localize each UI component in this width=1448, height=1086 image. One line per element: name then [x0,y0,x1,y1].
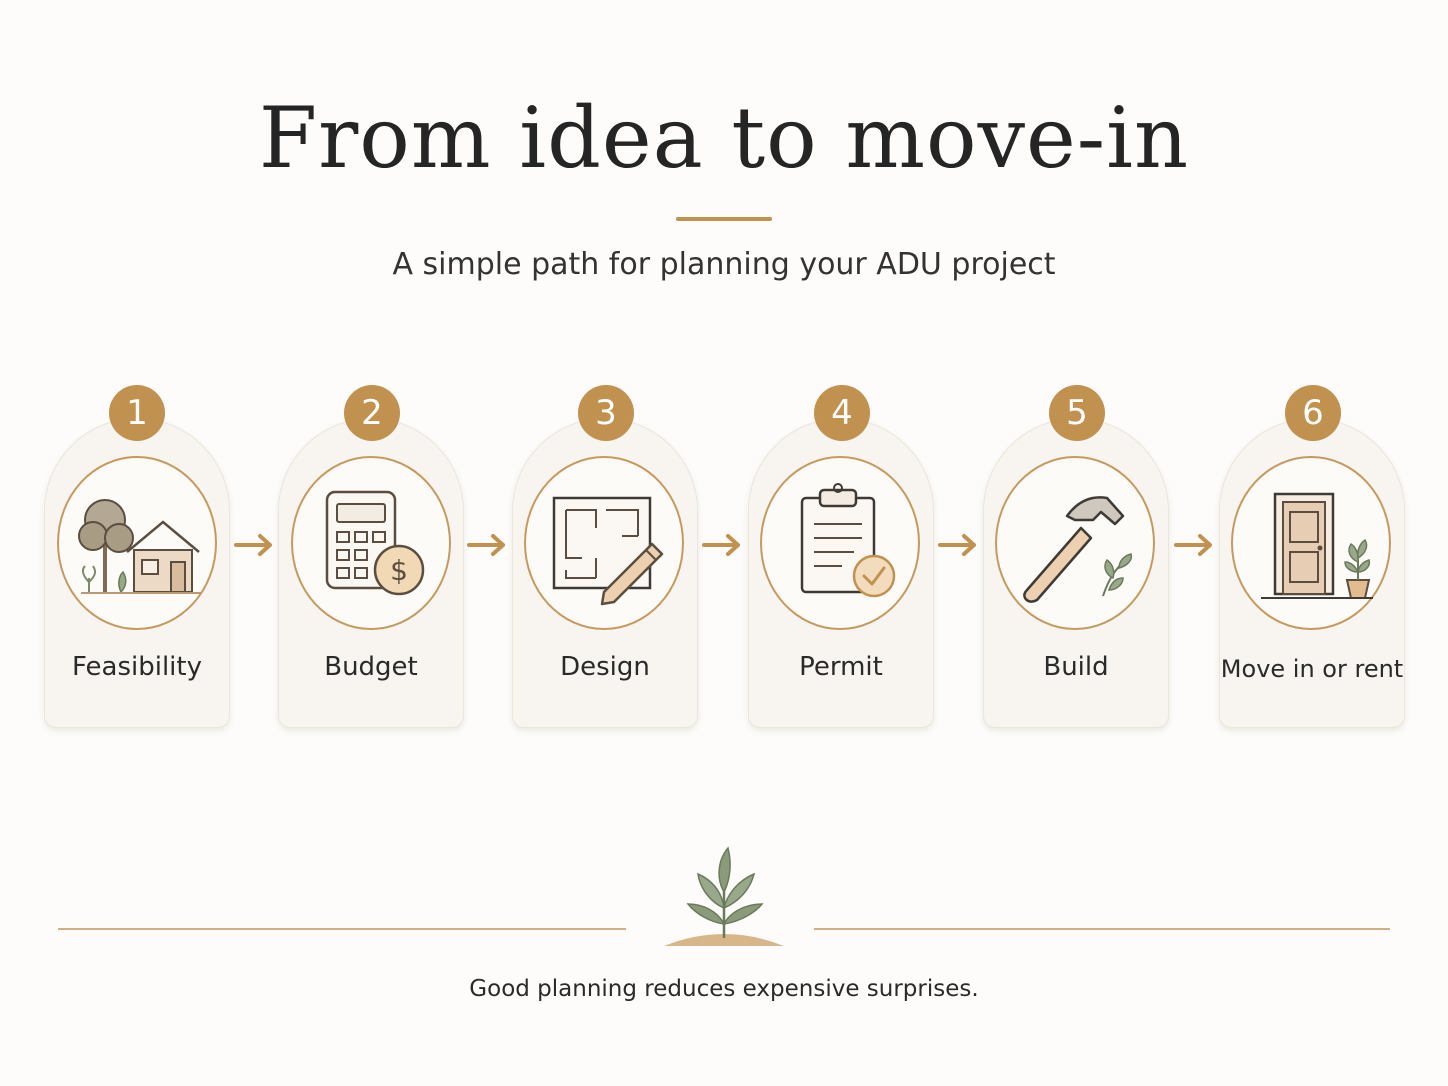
door-plant-icon [1261,492,1373,599]
floorplan-pencil-icon [552,496,664,606]
step-icon-circle-1 [57,456,217,630]
hammer-icon [1023,496,1133,603]
step-number-badge-1: 1 [109,385,165,441]
step-label-6: Move in or rent [1220,655,1404,683]
step-label-3: Design [560,652,650,682]
step-number-badge-4: 4 [814,385,870,441]
arrow-icon-1 [232,530,276,560]
sprout-icon [660,842,788,952]
page-subtitle: A simple path for planning your ADU proj… [392,247,1056,282]
arrow-icon-2 [465,530,509,560]
process-steps: 1 Feasibility 2 [44,385,1405,728]
page-title: From idea to move-in [258,89,1190,187]
step-number-badge-5: 5 [1049,385,1105,441]
calculator-dollar-icon: $ [325,490,425,596]
step-icon-circle-2: $ [291,456,451,630]
step-icon-circle-3 [524,456,684,630]
step-label-1: Feasibility [72,652,202,682]
svg-text:$: $ [390,554,408,587]
clipboard-check-icon [800,483,896,598]
arrow-icon-5 [1172,530,1216,560]
house-tree-icon [78,499,201,594]
step-label-5: Build [1043,652,1109,682]
title-underline [676,217,772,221]
step-number-badge-6: 6 [1285,385,1341,441]
arrow-icon-4 [936,530,980,560]
footer-tagline: Good planning reduces expensive surprise… [469,976,979,1002]
step-label-2: Budget [324,652,418,682]
step-number-badge-3: 3 [578,385,634,441]
arrow-icon-3 [700,530,744,560]
footer-divider-right [814,928,1390,930]
step-icon-circle-6 [1231,456,1391,630]
step-icon-circle-4 [760,456,920,630]
footer-divider-left [58,928,626,930]
step-icon-circle-5 [995,456,1155,630]
step-number-badge-2: 2 [344,385,400,441]
step-label-4: Permit [799,652,883,682]
